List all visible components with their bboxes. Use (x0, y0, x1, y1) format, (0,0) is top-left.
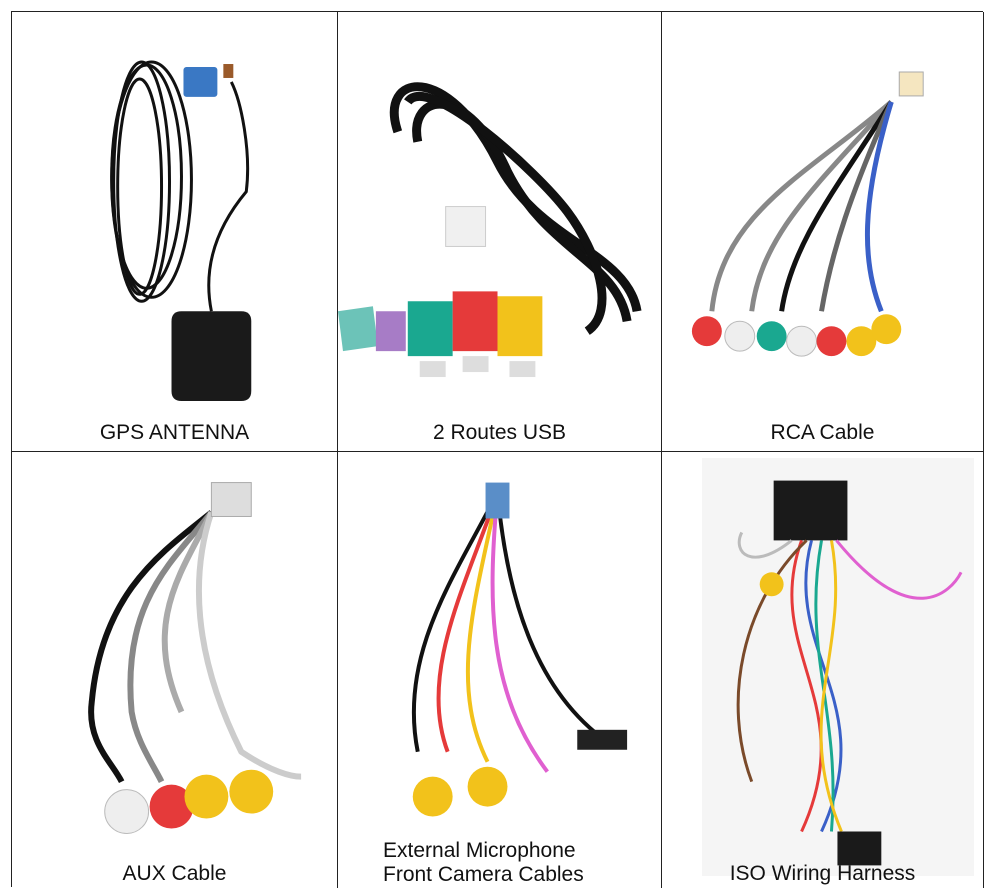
camera-label-line: Front Camera Cables (383, 863, 584, 886)
aux-label: AUX Cable (122, 862, 227, 885)
usb-label: 2 Routes USB (432, 421, 567, 444)
microphone-camera-cable-icon (411, 482, 628, 817)
gps-antenna-cell: GPS ANTENNA (12, 12, 338, 452)
iso-harness-label: ISO Wiring Harness (729, 862, 916, 885)
rca-cell: RCA Cable (662, 12, 984, 452)
usb-cell: 2 Routes USB (338, 12, 662, 452)
aux-cable-icon (88, 482, 302, 834)
rca-label: RCA Cable (770, 421, 875, 444)
microphone-label-line: External Microphone (383, 839, 576, 862)
iso-harness-cell: ISO Wiring Harness (662, 452, 984, 888)
microphone-camera-cell: External Microphone Front Camera Cables (338, 452, 662, 888)
gps-antenna-label: GPS ANTENNA (99, 421, 250, 444)
product-grid: GPS ANTENNA 2 Routes USB (11, 11, 984, 888)
aux-cell: AUX Cable (12, 452, 338, 888)
iso-harness-icon (736, 480, 963, 866)
usb-cable-icon (338, 82, 642, 378)
rca-cable-icon (691, 71, 924, 357)
gps-antenna-icon (110, 60, 252, 401)
microphone-camera-label: External Microphone Front Camera Cables (383, 839, 661, 887)
